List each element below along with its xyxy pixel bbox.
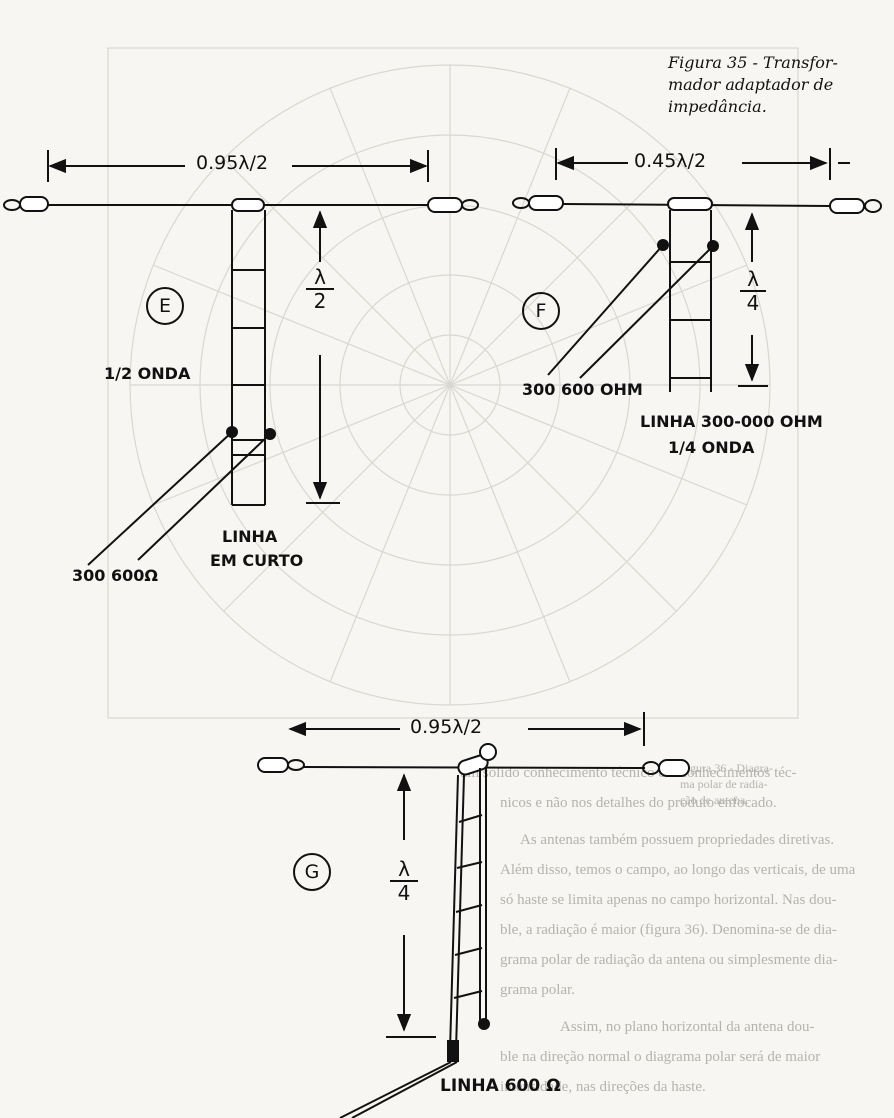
panel-e-tag: E [146, 287, 184, 325]
panel-f-line-label: LINHA 300-000 OHM [640, 412, 823, 431]
insulator-right [642, 759, 690, 777]
tap-point [707, 240, 719, 252]
feed-insulator [231, 198, 265, 212]
panel-f-antenna [512, 148, 882, 392]
fraction-denominator: 2 [313, 289, 327, 313]
fraction-denominator: 4 [397, 881, 411, 905]
panel-f-dimension-label: 0.45λ/2 [634, 150, 707, 172]
panel-f-impedance-label: 300 600 OHM [522, 380, 643, 399]
fraction-numerator: λ [390, 858, 418, 882]
caption-line: Figura 35 - Transfor- [668, 53, 838, 72]
fraction-denominator: 4 [746, 291, 760, 315]
ghost-line: só haste se limita apenas no campo horiz… [500, 892, 837, 908]
ghost-line: ble na direção normal o diagrama polar s… [500, 1049, 821, 1065]
tap-point [226, 426, 238, 438]
fraction-numerator: λ [740, 268, 766, 292]
panel-f-tag: F [522, 292, 560, 330]
feed-insulator [667, 197, 713, 211]
tap-leads-f [547, 244, 714, 379]
figure-caption: Figura 35 - Transfor- mador adaptador de… [668, 52, 883, 118]
ghost-line: um sólido conhecimento técnico em conhec… [460, 765, 797, 781]
insulator-left [3, 196, 49, 212]
panel-e-dimension-label: 0.95λ/2 [196, 152, 269, 174]
ghost-line: Além disso, temos o campo, ao longo das … [500, 862, 856, 878]
panel-e-wave-label: 1/2 ONDA [104, 364, 191, 383]
ghost-line: intensidade, nas direções da haste. [500, 1079, 706, 1095]
ghost-line: nicos e não nos detalhes do produto enfo… [500, 795, 777, 811]
panel-e-height-fraction: λ 2 [306, 266, 334, 312]
ladder-line-g [449, 768, 487, 1051]
insulator-right [829, 198, 882, 214]
caption-line: mador adaptador de [668, 75, 834, 94]
ghost-line: grama polar. [500, 982, 575, 998]
insulator-right [427, 197, 479, 213]
panel-g-tag: G [293, 853, 331, 891]
panel-f-height-fraction: λ 4 [740, 268, 766, 314]
ghost-line: As antenas também possuem propriedades d… [520, 832, 835, 848]
tap-point [478, 1018, 490, 1030]
tap-leads-e [87, 431, 271, 566]
feed-line-g [339, 1061, 458, 1118]
feed-connector [447, 1040, 459, 1062]
ghost-side-line: ma polar de radia- [680, 777, 768, 791]
caption-line: impedância. [668, 97, 767, 116]
feed-insulator [457, 743, 497, 776]
tap-point [264, 428, 276, 440]
panel-e-line-label: LINHA [222, 527, 278, 546]
ghost-side-line: Figura 36 - Diagra- [680, 761, 773, 775]
tap-point [657, 239, 669, 251]
panel-f-wave-label: 1/4 ONDA [668, 438, 755, 457]
insulator-left [257, 757, 305, 773]
panel-g-dimension-label: 0.95λ/2 [410, 716, 483, 738]
ladder-line-f [669, 210, 712, 392]
panel-e-impedance-label: 300 600Ω [72, 566, 158, 585]
panel-e-antenna [3, 150, 479, 566]
panel-e-line-label: EM CURTO [210, 551, 304, 570]
ghost-side-line: ção de antena. [680, 793, 749, 807]
fraction-numerator: λ [306, 266, 334, 290]
background-polar-grid [107, 47, 799, 719]
insulator-left [512, 195, 564, 211]
ghost-line: ble, a radiação é maior (figura 36). Den… [500, 922, 837, 938]
panel-g-line-label: LINHA 600 Ω [440, 1076, 561, 1096]
panel-g-height-fraction: λ 4 [390, 858, 418, 904]
ghost-line: Assim, no plano horizontal da antena dou… [560, 1019, 815, 1035]
panel-g-antenna [257, 712, 690, 1118]
ghost-line: grama polar de radiação da antena ou sim… [500, 952, 838, 968]
